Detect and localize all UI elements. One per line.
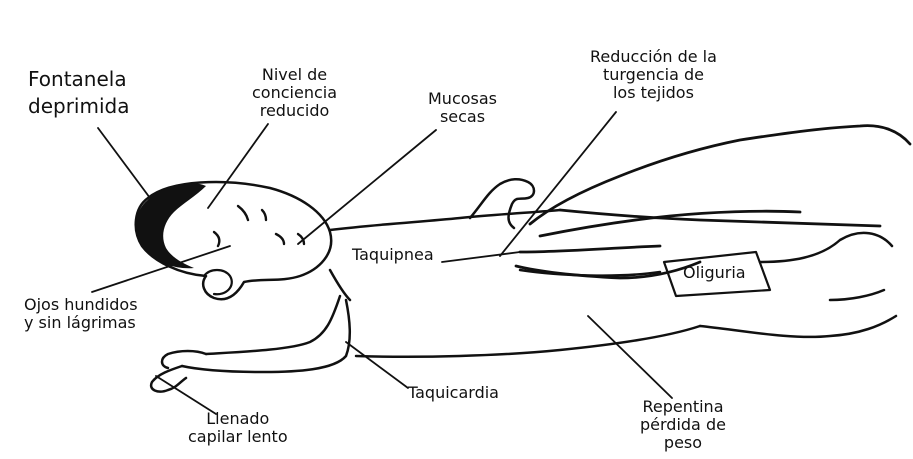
label-nivel-conciencia: Nivel de conciencia reducido [252,66,337,120]
label-mucosas-secas: Mucosas secas [428,90,497,126]
label-line: deprimida [28,93,129,120]
label-llenado-capilar: Llenado capilar lento [188,410,288,446]
eye-crease-mark [238,206,248,220]
label-line: Nivel de [252,66,337,84]
sunken-eye-mark [214,232,219,246]
label-line: Llenado [188,410,288,428]
label-line: capilar lento [188,428,288,446]
label-line: y sin lágrimas [24,314,138,332]
label-line: conciencia [252,84,337,102]
lower-arm [182,296,350,372]
label-line: peso [640,434,726,452]
label-perdida-peso: Repentina pérdida de peso [640,398,726,452]
leader-taquicardia [346,342,408,388]
label-line: Reducción de la [590,48,717,66]
label-text: Taquipnea [352,245,434,264]
label-line: Fontanela [28,66,129,93]
infant-ear [204,270,232,294]
label-fontanela-deprimida: Fontanela deprimida [28,66,129,120]
raised-arm [470,179,534,228]
leader-peso [588,316,672,398]
label-taquipnea: Taquipnea [352,246,434,264]
torso-lower-line [356,326,700,357]
leader-taquipnea [442,252,520,262]
label-line: turgencia de [590,66,717,84]
lid-mark [276,234,284,244]
label-taquicardia: Taquicardia [408,384,499,402]
label-text: Taquicardia [408,383,499,402]
label-text: Oliguria [683,263,746,282]
label-line: pérdida de [640,416,726,434]
label-line: Repentina [640,398,726,416]
label-oliguria: Oliguria [683,264,746,282]
leader-nivel [208,124,268,208]
label-ojos-hundidos: Ojos hundidos y sin lágrimas [24,296,138,332]
leader-fontanela [98,128,150,198]
label-line: Mucosas [428,90,497,108]
infant-leg [700,233,896,337]
infant-hair [136,183,206,268]
label-line: Ojos hundidos [24,296,138,314]
brow-mark [262,210,266,220]
label-turgencia-tejidos: Reducción de la turgencia de los tejidos [590,48,717,102]
label-line: los tejidos [590,84,717,102]
infant-hand [151,351,206,392]
label-line: reducido [252,102,337,120]
adult-hand [516,126,910,278]
label-line: secas [428,108,497,126]
